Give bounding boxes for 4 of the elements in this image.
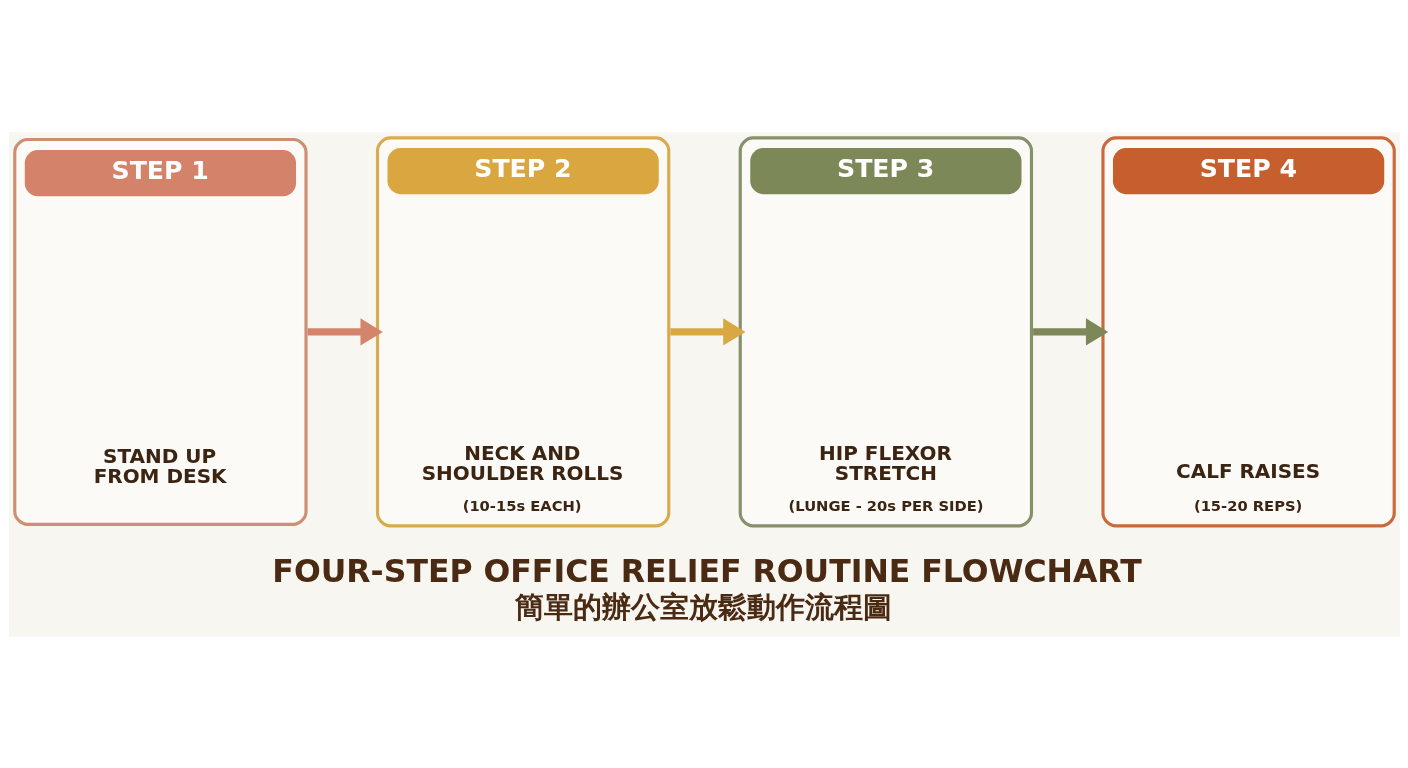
arrow	[1032, 317, 1108, 346]
caption: 簡單的辦公室放鬆動作流程圖	[514, 589, 892, 624]
arrow	[669, 317, 745, 346]
diagram-title: FOUR-STEP OFFICE RELIEF ROUTINE FLOWCHART	[271, 552, 1142, 589]
